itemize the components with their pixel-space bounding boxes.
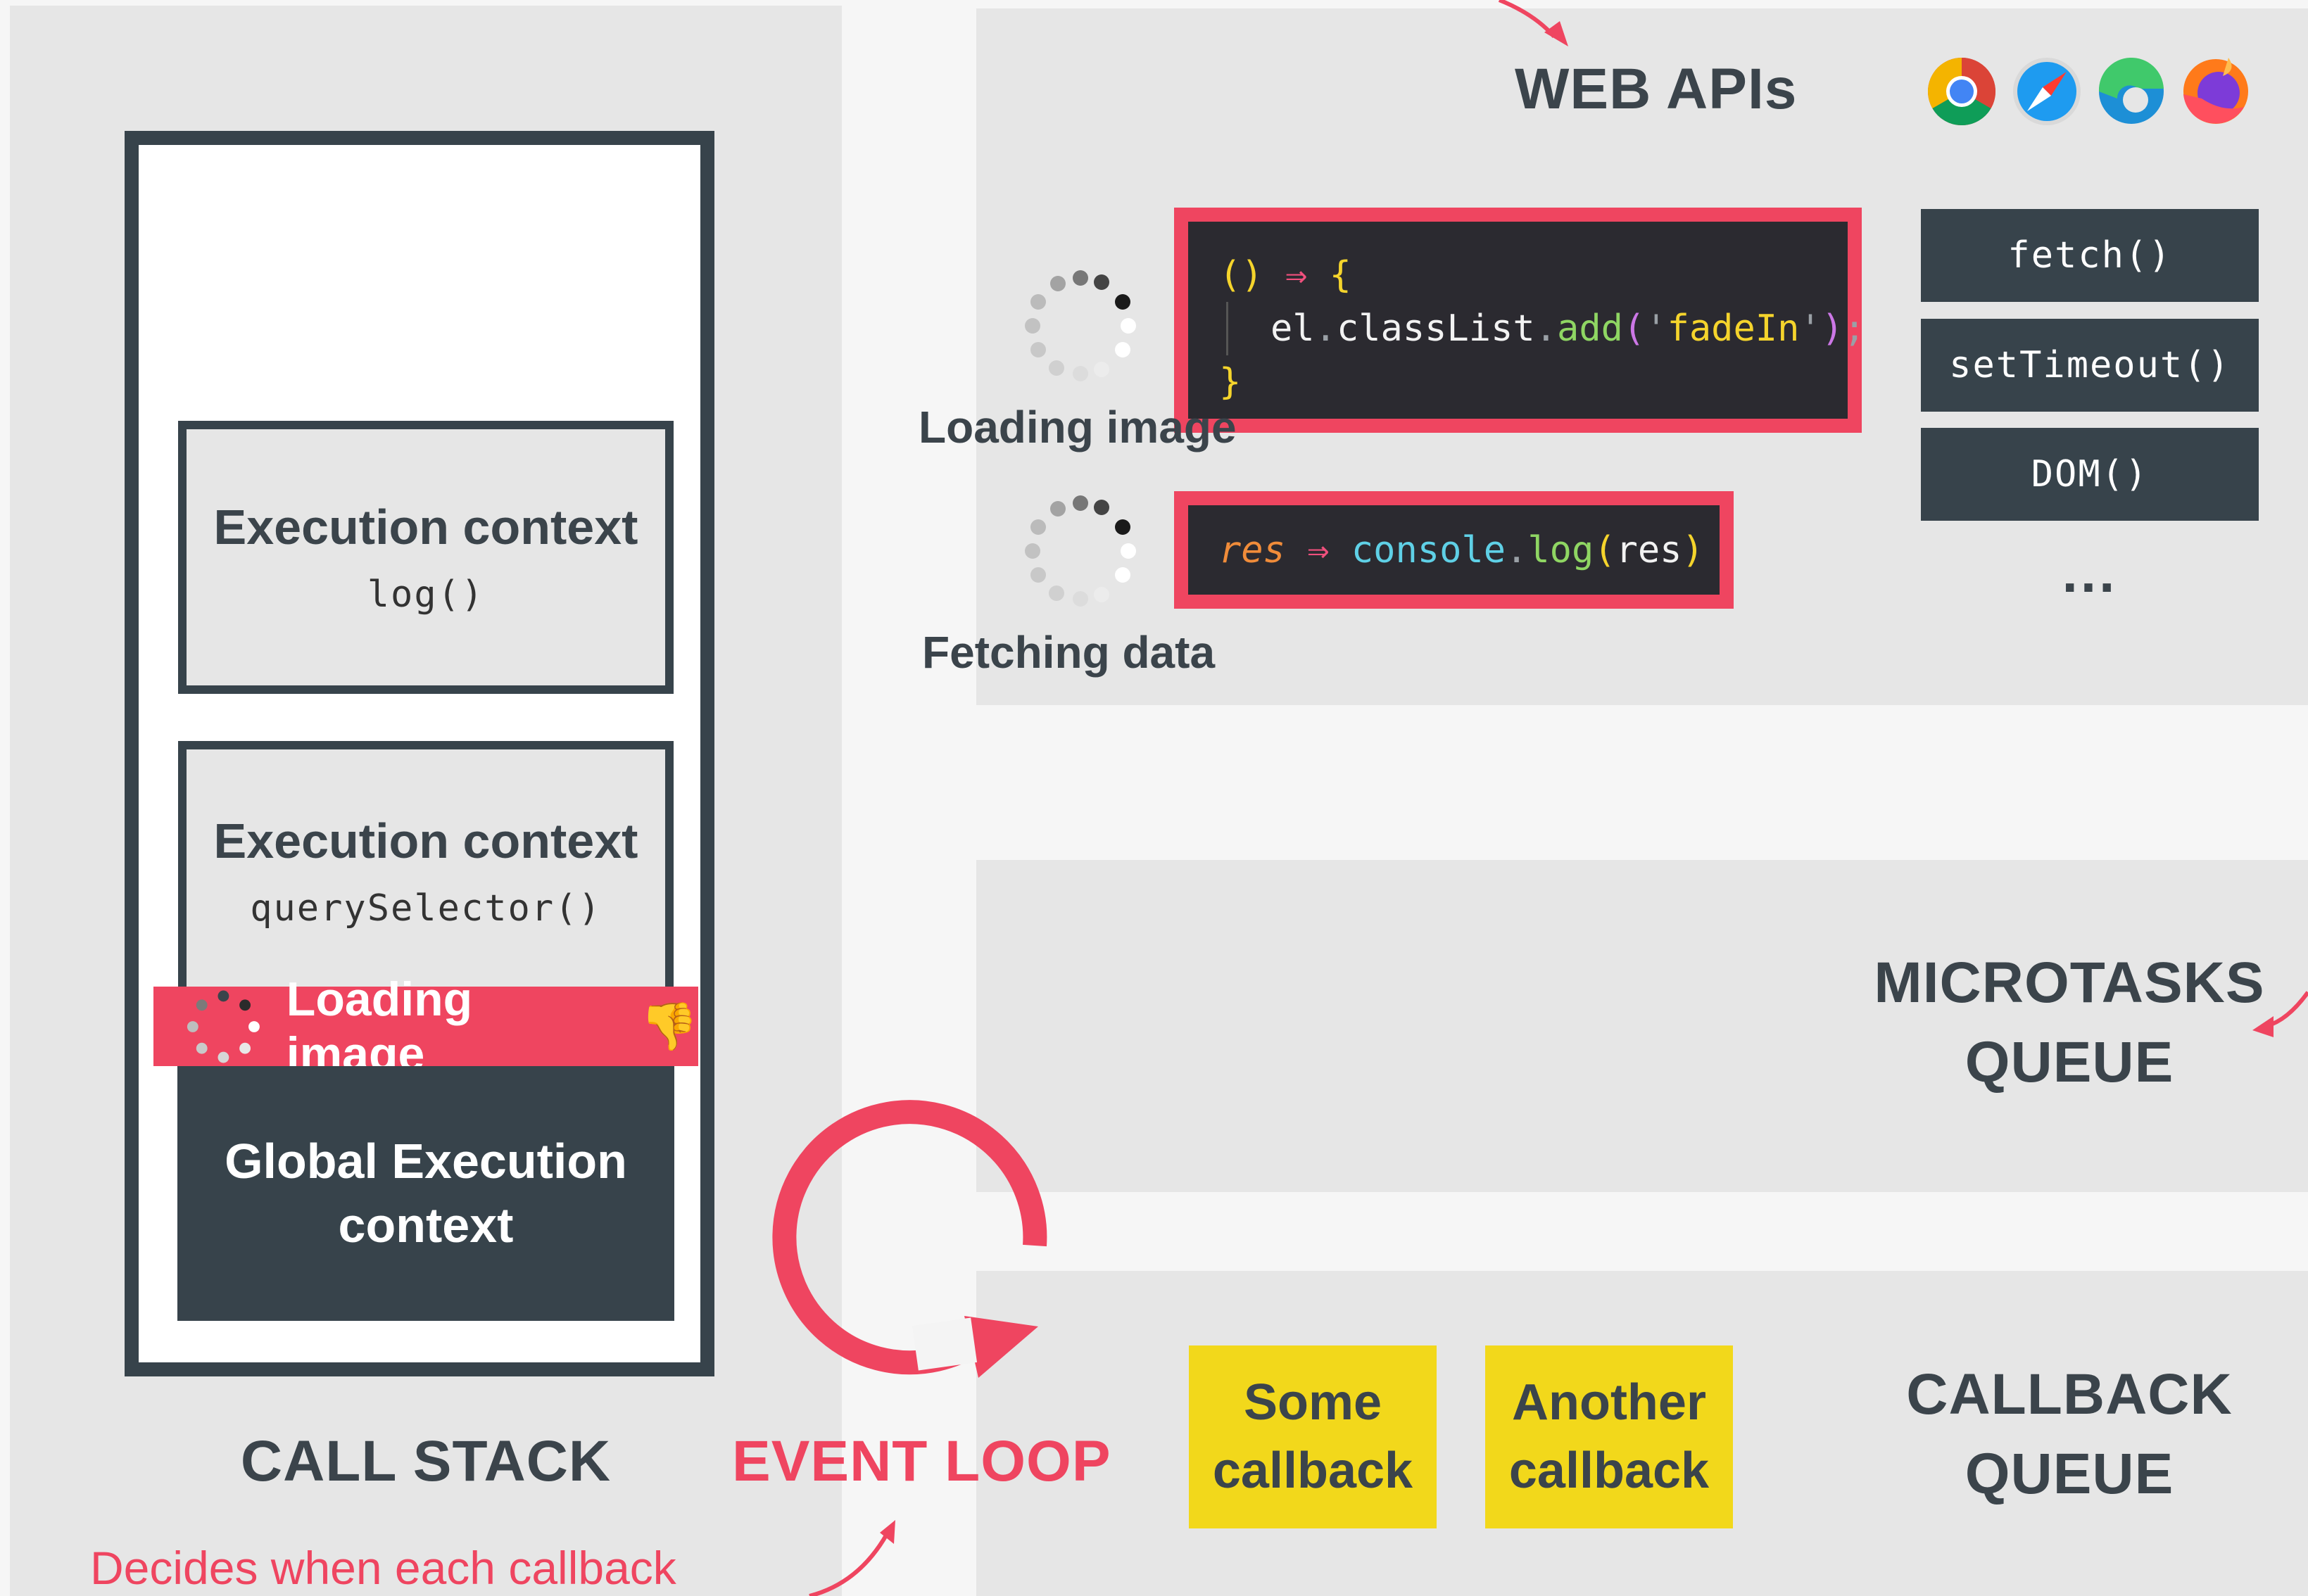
code-block-console-log-callback: res ⇒ console.log(res): [1174, 491, 1734, 609]
firefox-icon: [2183, 58, 2248, 124]
api-more: ...: [2062, 541, 2118, 604]
api-settimeout: setTimeout(): [1921, 319, 2259, 412]
thumbs-down-icon: 👎: [640, 999, 698, 1053]
global-execution-context: Global Execution context: [177, 1066, 674, 1321]
loading-spinner-icon: [187, 990, 260, 1063]
call-stack-label: CALL STACK: [240, 1429, 612, 1493]
chrome-icon: [1927, 57, 1996, 126]
callback-line2: callback: [1212, 1443, 1413, 1499]
callback-item: Another callback: [1485, 1345, 1733, 1528]
loading-image-banner: Loading image 👎: [153, 973, 698, 1081]
safari-icon: [2013, 58, 2081, 125]
code-line: el.classList.add('fadeIn');: [1226, 302, 1865, 355]
callback-line1: Some: [1243, 1374, 1382, 1431]
event-loop-label: EVENT LOOP: [732, 1429, 1111, 1493]
edge-icon: [2098, 57, 2164, 124]
event-loop-icon: [772, 1100, 1047, 1378]
execution-context-function: log(): [367, 574, 485, 616]
microtasks-queue-label: MICROTASKS QUEUE: [1844, 943, 2295, 1102]
code-line: res ⇒ console.log(res): [1219, 528, 1704, 571]
microtasks-queue-line1: MICROTASKS: [1874, 951, 2265, 1015]
event-loop-note-arrow: [809, 1520, 895, 1596]
api-fetch: fetch(): [1921, 209, 2259, 302]
loading-image-task-label: Loading image: [919, 402, 1237, 452]
fetching-data-task-label: Fetching data: [922, 627, 1216, 678]
web-apis-title: WEB APIs: [1515, 57, 1798, 121]
callback-queue-label: CALLBACK QUEUE: [1844, 1355, 2295, 1514]
loading-spinner-icon: [1025, 495, 1136, 607]
loading-spinner-icon: [1025, 270, 1136, 381]
execution-context-title: Execution context: [213, 813, 638, 868]
callback-queue-line2: QUEUE: [1965, 1442, 2174, 1507]
global-ec-line2: context: [338, 1198, 514, 1253]
callback-item: Some callback: [1189, 1345, 1437, 1528]
execution-context-function: querySelector(): [250, 887, 602, 930]
global-ec-line1: Global Execution: [225, 1134, 627, 1189]
microtasks-queue-panel: [976, 860, 2308, 1192]
microtasks-arrow: [2252, 991, 2308, 1037]
code-line: () ⇒ {: [1219, 254, 1351, 296]
execution-context-title: Execution context: [213, 500, 638, 555]
code-line: }: [1219, 361, 1242, 403]
callback-line1: Another: [1512, 1374, 1706, 1431]
event-loop-note: Decides when each callback: [90, 1542, 676, 1594]
code-block-fadein-callback: () ⇒ { el.classList.add('fadeIn'); }: [1174, 208, 1865, 433]
web-apis-arrow: [1498, 0, 1568, 46]
callback-line2: callback: [1508, 1443, 1710, 1499]
callback-queue-line1: CALLBACK: [1906, 1362, 2233, 1426]
api-dom: DOM(): [1921, 428, 2259, 521]
microtasks-queue-line2: QUEUE: [1965, 1030, 2174, 1095]
loading-image-label: Loading image: [286, 972, 473, 1081]
execution-context-log: Execution context log(): [178, 421, 674, 694]
